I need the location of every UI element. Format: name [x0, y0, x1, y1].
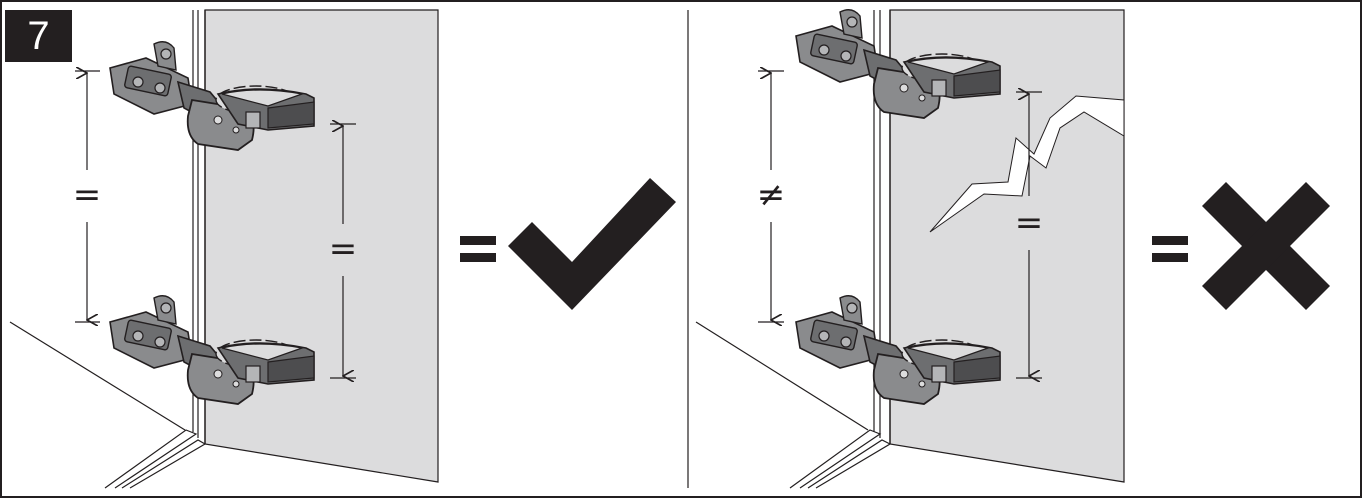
cross-icon	[1202, 182, 1330, 310]
equals-sign	[460, 236, 496, 262]
right-dimension-label: =	[329, 229, 358, 269]
right-dimension: =	[329, 124, 358, 378]
equals-sign	[1152, 236, 1188, 262]
left-dimension: ≠	[757, 71, 786, 322]
panel-correct: = =	[9, 9, 676, 489]
left-dimension-label: ≠	[757, 175, 786, 215]
checkmark-icon	[508, 178, 676, 310]
step-number-badge: 7	[5, 10, 72, 62]
right-dimension: =	[1015, 92, 1044, 378]
cabinet-door	[204, 9, 439, 483]
panel-incorrect: ≠ =	[695, 8, 1330, 489]
right-dimension-label: =	[1015, 203, 1044, 243]
left-dimension-label: =	[73, 175, 102, 215]
door-crack	[929, 95, 1125, 233]
left-dimension: =	[73, 71, 102, 322]
